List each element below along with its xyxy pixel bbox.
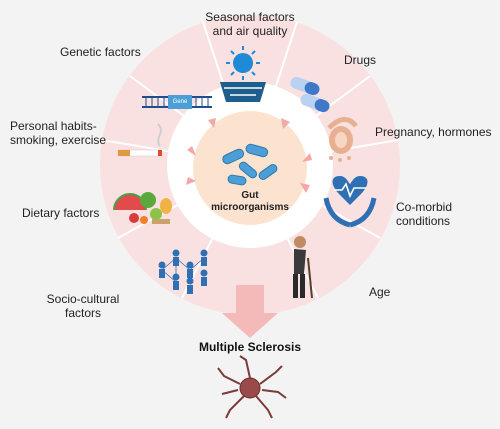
gene-label: Gene [172, 99, 188, 105]
label-sociocultural-line1: Socio-cultural [46, 292, 120, 306]
sun-icon [220, 46, 266, 102]
center-label: Gut microorganisms [205, 190, 295, 214]
center-label-line1: Gut [241, 190, 259, 201]
label-sociocultural-line2: factors [64, 306, 101, 320]
label-personal: Personal habits- smoking, exercise [10, 119, 106, 147]
label-comorbid-line1: Co-morbid [396, 200, 453, 214]
cigarette-icon [117, 123, 162, 157]
label-drugs: Drugs [344, 53, 377, 67]
label-personal-line2: smoking, exercise [10, 133, 107, 147]
label-dietary: Dietary factors [22, 206, 100, 220]
people-network-icon [158, 249, 208, 294]
outcome-arrow [222, 285, 278, 338]
label-seasonal-line2: and air quality [212, 24, 288, 38]
label-age: Age [369, 285, 391, 299]
elderly-person-icon [293, 236, 313, 299]
label-personal-line1: Personal habits- [10, 119, 97, 133]
food-icon [113, 192, 172, 224]
label-seasonal: Seasonal factors and air quality [190, 10, 310, 38]
pills-icon [290, 76, 330, 113]
label-comorbid-line2: conditions [396, 214, 451, 228]
center-label-line2: microorganisms [211, 202, 289, 213]
inward-arrows [186, 118, 312, 193]
bacteria-icon [222, 143, 278, 186]
label-seasonal-line1: Seasonal factors [205, 10, 295, 24]
label-genetic: Genetic factors [60, 45, 141, 59]
heart-hands-icon [323, 176, 377, 228]
uterus-icon [327, 117, 358, 162]
dna-gene-icon [142, 95, 212, 109]
neuron-icon [217, 355, 287, 419]
label-sociocultural: Socio-cultural factors [28, 292, 138, 320]
outcome-title: Multiple Sclerosis [198, 340, 302, 354]
label-pregnancy: Pregnancy, hormones [375, 125, 492, 139]
label-comorbid: Co-morbid conditions [396, 200, 452, 228]
